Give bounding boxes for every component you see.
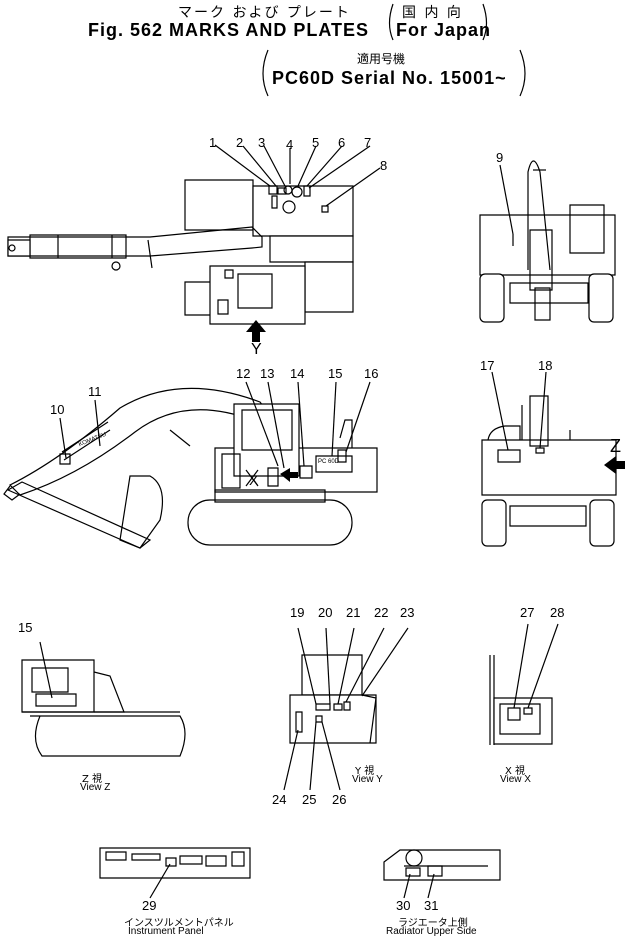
radiator-drawing	[384, 850, 500, 898]
callout-22: 22	[374, 605, 389, 620]
side-view-leaders	[60, 382, 370, 468]
model-plate: PC 60D	[318, 459, 340, 465]
instrument-panel-caption: Instrument Panel	[128, 926, 204, 937]
paren-right	[483, 4, 487, 40]
callout-18: 18	[538, 358, 553, 373]
front-view-excavator	[480, 161, 615, 322]
instrument-panel-caption-jp: インスツルメントパネル	[124, 918, 234, 929]
view-x-letter: X	[249, 472, 259, 488]
callout-9: 9	[496, 150, 504, 165]
callout-28: 28	[550, 605, 565, 620]
figure-title-paren: For Japan	[396, 20, 492, 40]
paren-serial-left	[263, 50, 268, 96]
callout-29: 29	[142, 898, 157, 913]
view-x-caption-jp: X 視	[505, 766, 526, 777]
callout-26: 26	[332, 792, 347, 807]
view-y-drawing	[284, 628, 408, 790]
callout-1: 1	[209, 135, 217, 150]
radiator-caption-jp: ラジエータ上側	[398, 918, 468, 929]
callout-4: 4	[286, 137, 294, 152]
callout-14: 14	[290, 366, 305, 381]
instrument-panel-drawing	[100, 848, 250, 898]
view-y-caption: View Y	[352, 774, 383, 785]
callout-8: 8	[380, 158, 388, 173]
callout-2: 2	[236, 135, 244, 150]
callout-24: 24	[272, 792, 287, 807]
callout-7: 7	[364, 135, 372, 150]
side-view-excavator	[4, 388, 377, 548]
view-x-caption: View X	[500, 774, 531, 785]
rear-view-excavator	[482, 372, 616, 546]
callout-12: 12	[236, 366, 251, 381]
view-z-caption: View Z	[80, 782, 111, 793]
top-view-excavator	[8, 180, 353, 324]
callout-25: 25	[302, 792, 317, 807]
callout-15-view-z: 15	[18, 620, 33, 635]
view-z-arrow	[604, 456, 625, 474]
view-z-letter: Z	[610, 436, 621, 456]
view-z-drawing	[22, 642, 185, 756]
top-view-leaders	[215, 145, 380, 206]
view-x-drawing	[490, 624, 558, 745]
callout-10: 10	[50, 402, 65, 417]
radiator-caption: Radiator Upper Side	[386, 926, 477, 937]
title-japanese-paren: 国 内 向	[402, 5, 463, 21]
callout-3: 3	[258, 135, 266, 150]
view-y-letter: Y	[251, 341, 262, 358]
serial-number: PC60D Serial No. 15001~	[272, 68, 507, 88]
callout-16: 16	[364, 366, 379, 381]
callout-11: 11	[88, 384, 102, 399]
callout-23: 23	[400, 605, 415, 620]
callout-31: 31	[424, 898, 439, 913]
callout-5: 5	[312, 135, 320, 150]
paren-left	[390, 4, 394, 40]
title-japanese: マーク および プレート	[178, 5, 351, 21]
view-y-arrow	[246, 320, 266, 342]
paren-serial-right	[520, 50, 525, 96]
callout-20: 20	[318, 605, 333, 620]
applicable-label: 適用号機	[357, 52, 406, 66]
callout-27: 27	[520, 605, 535, 620]
callout-13: 13	[260, 366, 275, 381]
view-z-caption-jp: Z 視	[82, 774, 103, 785]
callout-21: 21	[346, 605, 361, 620]
view-y-caption-jp: Y 視	[355, 766, 375, 777]
figure-title: Fig. 562 MARKS AND PLATES	[88, 20, 370, 40]
callout-15: 15	[328, 366, 343, 381]
callout-17: 17	[480, 358, 495, 373]
callout-6: 6	[338, 135, 346, 150]
callout-30: 30	[396, 898, 411, 913]
callout-19: 19	[290, 605, 305, 620]
